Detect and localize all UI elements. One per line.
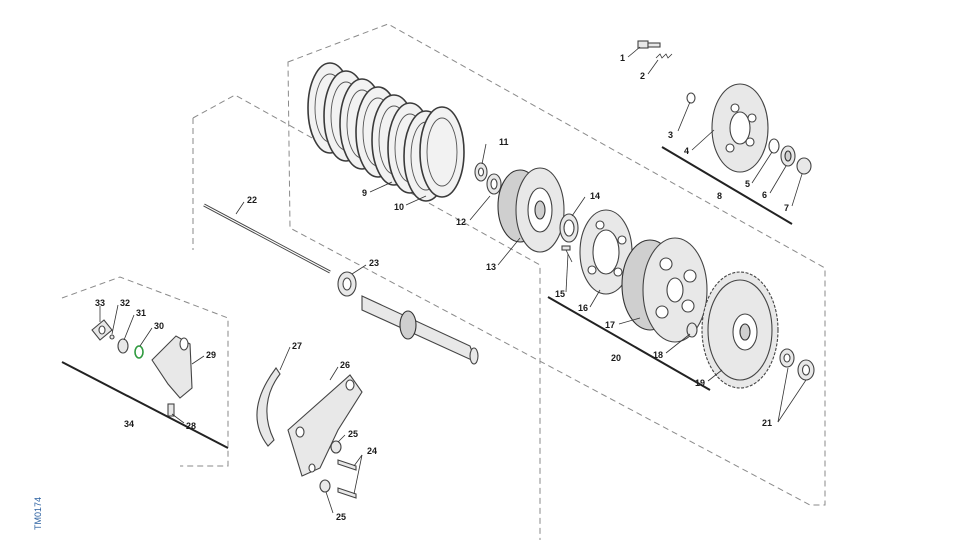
lever-bushing [117, 338, 129, 354]
inner-clutch-hub [497, 167, 565, 253]
push-rod [203, 203, 331, 274]
callout-12: 12 [456, 217, 466, 227]
callout-8: 8 [717, 191, 722, 201]
rubber-guide [256, 367, 281, 447]
callout-29: 29 [206, 350, 216, 360]
spring-screw [637, 40, 661, 49]
callout-1: 1 [620, 53, 625, 63]
callout-7: 7 [784, 203, 789, 213]
spacer-upper [330, 440, 342, 454]
callout-21: 21 [762, 418, 772, 428]
callout-25-lower: 25 [336, 512, 346, 522]
callout-28: 28 [186, 421, 196, 431]
callout-13: 13 [486, 262, 496, 272]
callout-9: 9 [362, 188, 367, 198]
callout-20: 20 [611, 353, 621, 363]
clutch-plates-stack [307, 62, 465, 202]
leader-lines [99, 46, 807, 514]
guide-bracket [287, 374, 363, 477]
clutch-washer [486, 173, 502, 195]
spacer-lower [319, 479, 331, 493]
callout-33: 33 [95, 298, 105, 308]
bearing-outer [797, 359, 815, 381]
boundary-clutch-assembly [287, 23, 826, 506]
callout-26: 26 [340, 360, 350, 370]
pressure-plate [579, 209, 633, 295]
release-bearing [780, 145, 796, 167]
callout-14: 14 [590, 191, 600, 201]
clutch-nut [474, 162, 488, 182]
release-lever [151, 335, 193, 399]
callout-24: 24 [367, 446, 377, 456]
callout-34: 34 [124, 419, 134, 429]
callout-19: 19 [695, 378, 705, 388]
callout-10: 10 [394, 202, 404, 212]
callout-27: 27 [292, 341, 302, 351]
callout-25-upper: 25 [348, 429, 358, 439]
primary-driven-gear [701, 271, 779, 389]
callout-32: 32 [120, 298, 130, 308]
cover-washer [768, 138, 780, 154]
callout-18: 18 [653, 350, 663, 360]
bushing [686, 322, 698, 338]
brace-group-20 [547, 296, 711, 391]
callout-6: 6 [762, 190, 767, 200]
clutch-spring [655, 53, 673, 59]
callout-30: 30 [154, 321, 164, 331]
bearing-inner [779, 348, 795, 368]
callout-5: 5 [745, 179, 750, 189]
boundary-lever-assembly [61, 276, 229, 467]
o-ring [134, 345, 144, 359]
outer-clutch-basket [621, 237, 708, 343]
brace-group-34 [61, 361, 229, 449]
thrust-washer [559, 213, 579, 243]
pressure-cover [711, 83, 769, 173]
lever-seal-plate [91, 319, 113, 341]
circlip [686, 92, 696, 104]
figure-code: TM0174 [33, 497, 43, 530]
bracket-bolt-lower [337, 487, 357, 499]
mainshaft [361, 295, 479, 365]
callout-23: 23 [369, 258, 379, 268]
callout-11: 11 [499, 137, 509, 147]
callout-4: 4 [684, 146, 689, 156]
callout-16: 16 [578, 303, 588, 313]
release-cap [796, 157, 812, 175]
callout-3: 3 [668, 130, 673, 140]
plate-bolt [561, 245, 573, 263]
callout-22: 22 [247, 195, 257, 205]
callout-17: 17 [605, 320, 615, 330]
callout-31: 31 [136, 308, 146, 318]
bracket-bolt-upper [337, 459, 357, 471]
small-ball [109, 334, 115, 340]
lever-screw [167, 403, 175, 417]
callout-15: 15 [555, 289, 565, 299]
shaft-washer [337, 271, 357, 297]
callout-2: 2 [640, 71, 645, 81]
brace-group-8 [661, 146, 793, 225]
